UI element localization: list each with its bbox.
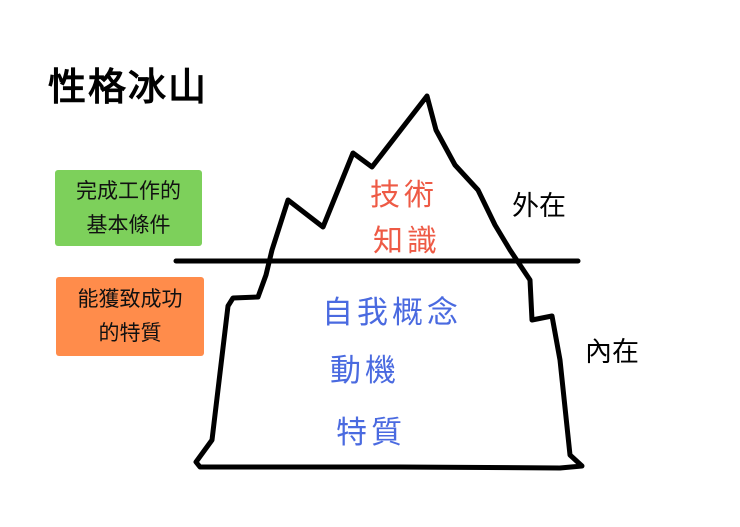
label-traits: 特質	[336, 415, 406, 451]
legend-basic-conditions: 完成工作的 基本條件	[55, 170, 202, 246]
label-external: 外在	[512, 191, 566, 222]
diagram-title: 性格冰山	[48, 65, 209, 109]
label-self-concept: 自我概念	[322, 295, 462, 331]
label-internal: 內在	[585, 337, 639, 368]
legend-orange-line2: 的特質	[98, 321, 162, 345]
legend-orange-line1: 能獲致成功	[77, 287, 183, 311]
legend-success-traits: 能獲致成功 的特質	[56, 277, 204, 356]
legend-green-line1: 完成工作的	[76, 179, 181, 203]
iceberg-outline	[193, 93, 585, 471]
legend-green-line2: 基本條件	[86, 213, 171, 237]
label-skills: 技術	[370, 178, 438, 213]
label-knowledge: 知識	[373, 224, 441, 259]
label-motivation: 動機	[330, 353, 400, 389]
